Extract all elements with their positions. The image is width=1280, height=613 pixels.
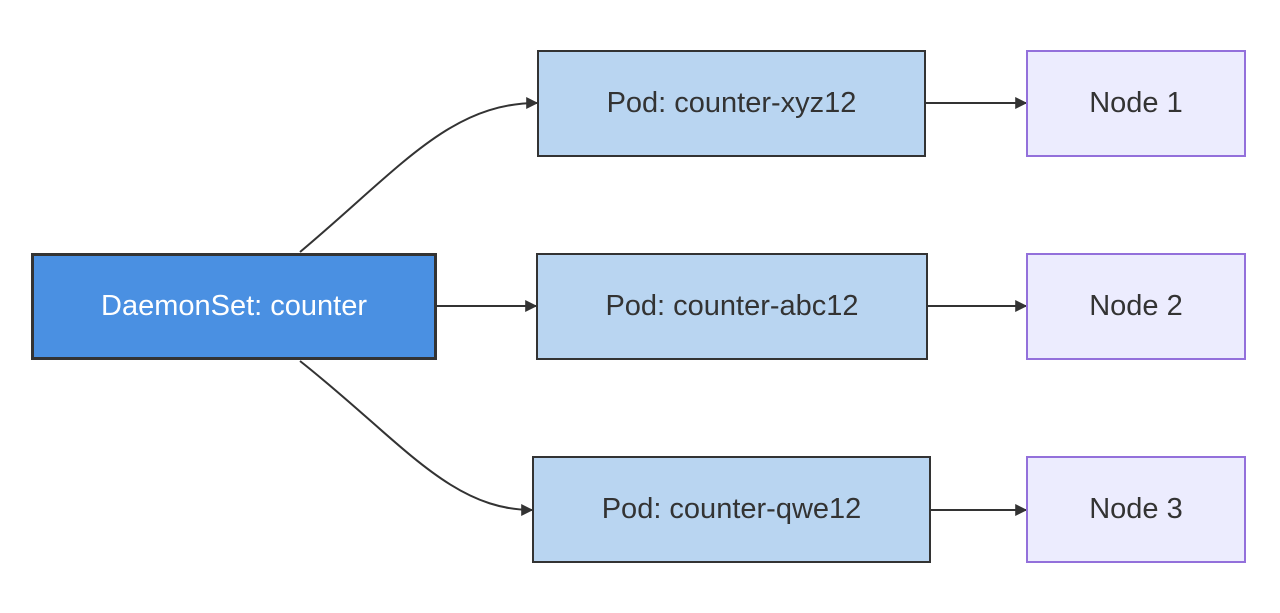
host-node-1: Node 1 bbox=[1026, 50, 1246, 157]
pod-label: Pod: counter-xyz12 bbox=[606, 87, 857, 119]
host-node-2: Node 2 bbox=[1026, 253, 1246, 360]
pod-label: Pod: counter-abc12 bbox=[605, 290, 859, 322]
host-node-label: Node 1 bbox=[1089, 87, 1183, 119]
host-node-label: Node 2 bbox=[1089, 290, 1183, 322]
pod-node-xyz12: Pod: counter-xyz12 bbox=[537, 50, 926, 157]
edge-daemonset-to-pod-1 bbox=[299, 97, 539, 253]
daemonset-node: DaemonSet: counter bbox=[31, 253, 437, 360]
pod-node-abc12: Pod: counter-abc12 bbox=[536, 253, 928, 360]
host-node-label: Node 3 bbox=[1089, 493, 1183, 525]
daemonset-label: DaemonSet: counter bbox=[101, 290, 367, 322]
pod-label: Pod: counter-qwe12 bbox=[601, 493, 862, 525]
edge-daemonset-to-pod-3 bbox=[299, 360, 534, 516]
pod-node-qwe12: Pod: counter-qwe12 bbox=[532, 456, 931, 563]
host-node-3: Node 3 bbox=[1026, 456, 1246, 563]
